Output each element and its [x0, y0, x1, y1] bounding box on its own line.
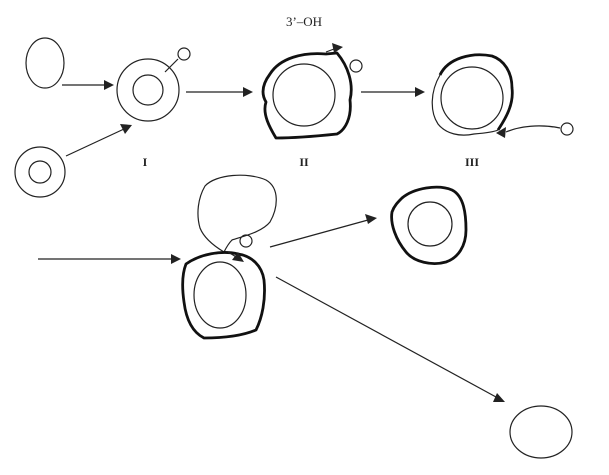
- label-stage-2: II: [299, 155, 309, 169]
- double-strand-circle-left: [14, 146, 66, 198]
- label-3-prime-oh: 3’–OH: [286, 14, 322, 29]
- arrow-to-bottom-right-circle: [275, 276, 505, 402]
- arrow-to-bottom-complex: [38, 254, 181, 264]
- stage-1-complex: [116, 47, 191, 122]
- arrow-to-stage-1-bottom: [65, 124, 132, 157]
- single-strand-circle: [25, 37, 65, 89]
- arrow-to-right-complex: [269, 214, 377, 248]
- label-stage-1: I: [143, 155, 148, 169]
- arrow-stage-1-to-2: [186, 87, 253, 97]
- arrow-to-stage-1-top: [62, 80, 114, 90]
- label-stage-3: III: [465, 155, 479, 169]
- arrow-stage-2-to-3: [361, 87, 425, 97]
- bottom-complex: [181, 174, 277, 340]
- stage-3-complex: [431, 53, 574, 138]
- single-strand-circle-result: [509, 405, 573, 459]
- stage-2-complex: [261, 43, 363, 140]
- right-complex: [390, 185, 468, 265]
